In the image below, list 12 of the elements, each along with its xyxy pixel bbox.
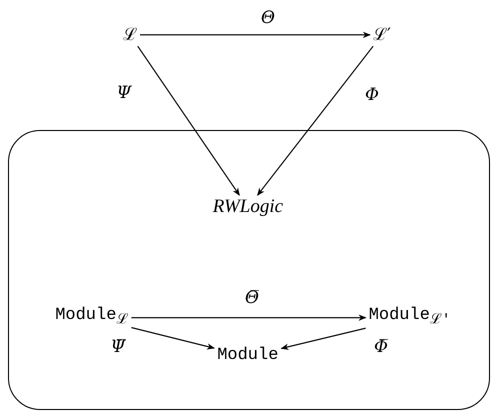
arrow (137, 46, 240, 196)
arrow (131, 314, 366, 321)
arrow (131, 327, 215, 350)
node-label: ℒ′ (373, 26, 391, 44)
arrow (280, 328, 366, 350)
node-label: Module (217, 347, 278, 366)
arrow (140, 32, 371, 38)
node-label: ℒ (123, 26, 137, 44)
node-label: RWLogic (212, 197, 284, 218)
arrow (257, 46, 374, 196)
node-label: Module$_{ℒ′}$ (368, 306, 450, 329)
node-label: Module$_{ℒ}$ (55, 306, 128, 329)
